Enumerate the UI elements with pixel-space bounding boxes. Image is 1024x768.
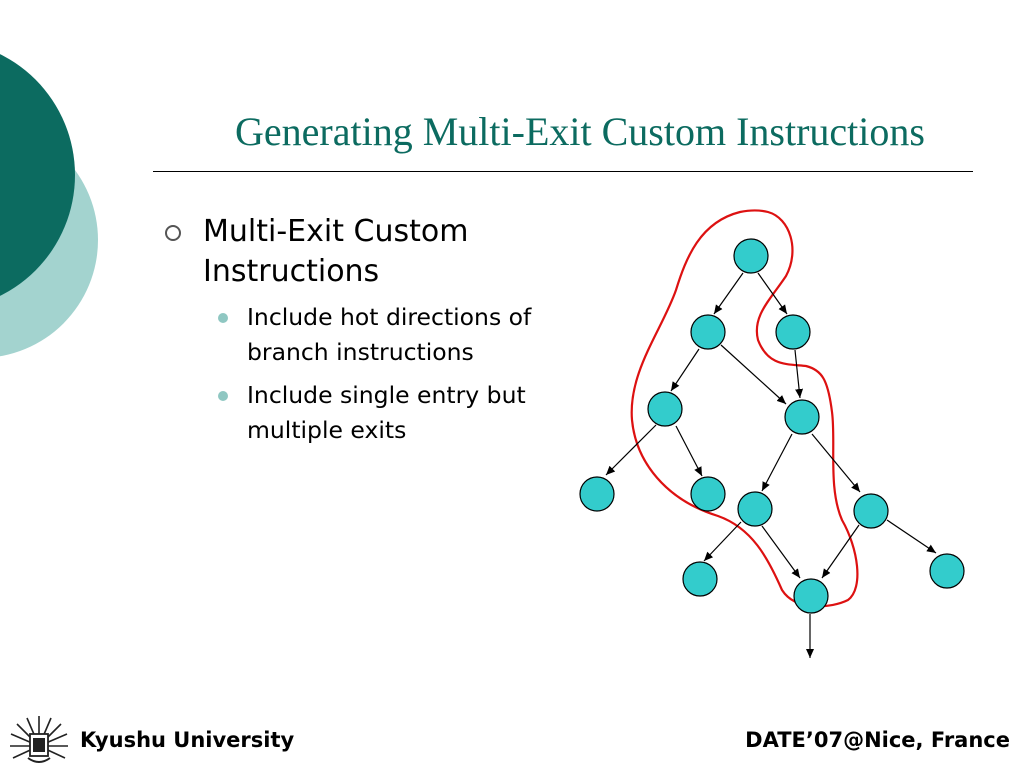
- hollow-circle-bullet-icon: [165, 225, 181, 241]
- edge-n1-n3: [757, 272, 788, 315]
- bullet-level2: Include single entry but multiple exits: [209, 378, 585, 448]
- edge-n3-n5: [794, 349, 804, 399]
- title-divider: [153, 171, 973, 172]
- bullet-level1: Multi-Exit Custom Instructions: [165, 212, 585, 292]
- graph-node-n9: [853, 493, 889, 529]
- edge-n4-n6: [605, 424, 657, 476]
- graph-node-n7: [690, 476, 726, 512]
- bullet-text: Multi-Exit Custom Instructions: [203, 214, 469, 289]
- edge-n1-n2: [713, 272, 744, 315]
- footer-university-name: Kyushu University: [80, 728, 295, 752]
- dot-bullet-icon: [218, 313, 228, 323]
- dark-teal-circle: [0, 54, 75, 296]
- university-crest-icon: [10, 716, 68, 763]
- footer-conference: DATE’07@Nice, France: [745, 728, 1010, 752]
- edge-n8-n11: [761, 525, 801, 579]
- graph-node-n3: [775, 314, 811, 350]
- sub-bullet-text: Include single entry but multiple exits: [247, 381, 526, 444]
- edge-n9-n12: [886, 519, 937, 554]
- edge-n5-n8: [761, 433, 793, 492]
- graph-node-n8: [737, 491, 773, 527]
- graph-node-n2: [690, 314, 726, 350]
- graph-node-n11: [793, 578, 829, 614]
- slide-title: Generating Multi-Exit Custom Instruction…: [235, 109, 925, 154]
- dot-bullet-icon: [218, 391, 228, 401]
- graph-node-n12: [929, 553, 965, 589]
- edge-n9-n11: [821, 524, 860, 579]
- edge-n5-n9: [811, 433, 861, 493]
- edge-n4-n7: [675, 425, 703, 477]
- edge-n2-n5: [720, 344, 787, 405]
- custom-instruction-boundary: [630, 209, 859, 608]
- graph-node-n4: [647, 391, 683, 427]
- edge-n8-n10: [703, 521, 742, 562]
- graph-node-n5: [784, 399, 820, 435]
- sub-bullet-text: Include hot directions of branch instruc…: [247, 303, 532, 366]
- graph-node-n10: [682, 561, 718, 597]
- edge-n2-n4: [670, 348, 700, 392]
- bullet-level2: Include hot directions of branch instruc…: [209, 300, 585, 370]
- dataflow-graph: [579, 209, 965, 658]
- bullet-list: Multi-Exit Custom Instructions Include h…: [165, 212, 585, 448]
- graph-node-n6: [579, 476, 615, 512]
- decorative-circles: [0, 54, 98, 357]
- graph-node-n1: [733, 238, 769, 274]
